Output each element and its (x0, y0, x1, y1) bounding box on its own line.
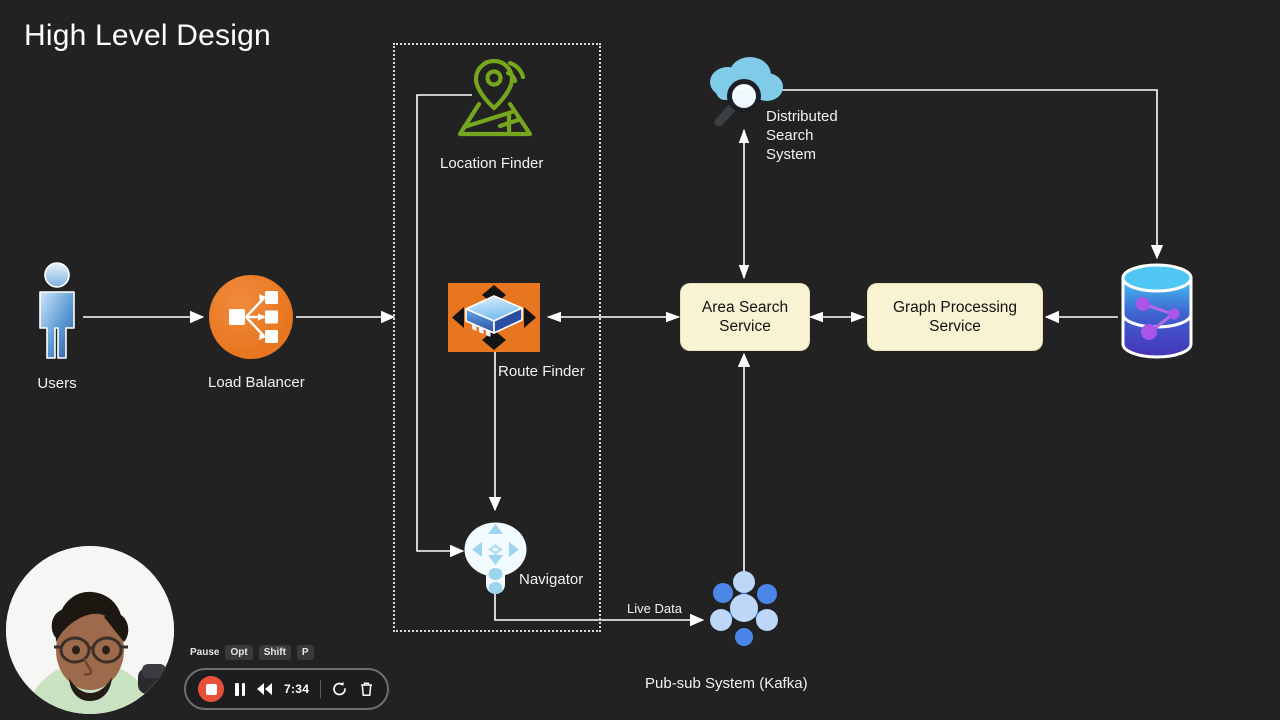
rewind-button[interactable] (256, 682, 273, 696)
location-finder-node: Location Finder (440, 57, 543, 173)
presenter-avatar (6, 546, 174, 714)
dss-line-3: System (766, 146, 817, 163)
navigator-label: Navigator (519, 571, 584, 588)
person-icon (39, 262, 75, 359)
load-balancer-node: Load Balancer (208, 275, 305, 392)
route-finder-node: Route Finder (448, 283, 585, 380)
live-data-edge-label: Live Data (627, 601, 682, 616)
dss-line-2: Search (766, 127, 814, 144)
elapsed-time: 7:34 (284, 682, 310, 696)
delete-button[interactable] (359, 681, 374, 697)
map-pin-signal-icon (457, 58, 533, 137)
navigator-dpad-icon (464, 522, 527, 594)
graph-service-line-1: Graph Processing (892, 299, 1018, 316)
cloud-search-icon (710, 57, 783, 127)
restart-button[interactable] (332, 681, 348, 697)
toolbar-divider (320, 680, 322, 698)
area-search-line-1: Area Search (701, 299, 789, 316)
stop-button[interactable] (198, 676, 224, 702)
hint-key-p: P (296, 645, 314, 660)
distributed-search-node: Distributed Search System (700, 56, 838, 163)
kafka-nodes-icon (710, 571, 778, 646)
webcam-bubble (6, 546, 174, 714)
kafka-label: Pub-sub System (Kafka) (645, 675, 808, 692)
kafka-node: Pub-sub System (Kafka) (645, 568, 808, 692)
distributed-search-label: Distributed Search System (766, 107, 838, 164)
hint-key-shift: Shift (258, 645, 291, 660)
area-search-line-2: Service (719, 318, 771, 335)
load-balancer-label: Load Balancer (208, 374, 305, 391)
recording-toolbar[interactable]: 7:34 (184, 668, 389, 710)
service-group-boundary (393, 43, 601, 632)
area-search-service-box[interactable]: Area Search Service (681, 284, 809, 350)
page-title: High Level Design (24, 19, 271, 52)
pause-button[interactable] (235, 682, 245, 696)
location-finder-label: Location Finder (440, 155, 544, 172)
navigator-node: Navigator (462, 512, 583, 601)
route-server-icon (448, 283, 540, 352)
graph-database-node (1116, 262, 1198, 365)
users-node: Users (28, 262, 86, 393)
load-balancer-icon (209, 275, 293, 359)
hint-action-label: Pause (190, 647, 220, 658)
dss-line-1: Distributed (766, 108, 838, 125)
recorder-shortcut-hint: Pause Opt Shift P (190, 645, 314, 660)
hint-key-opt: Opt (225, 645, 253, 660)
graph-processing-service-box[interactable]: Graph Processing Service (868, 284, 1042, 350)
graph-database-icon (1121, 263, 1193, 359)
graph-service-line-2: Service (929, 318, 981, 335)
route-finder-label: Route Finder (498, 363, 585, 380)
users-label: Users (37, 375, 77, 392)
